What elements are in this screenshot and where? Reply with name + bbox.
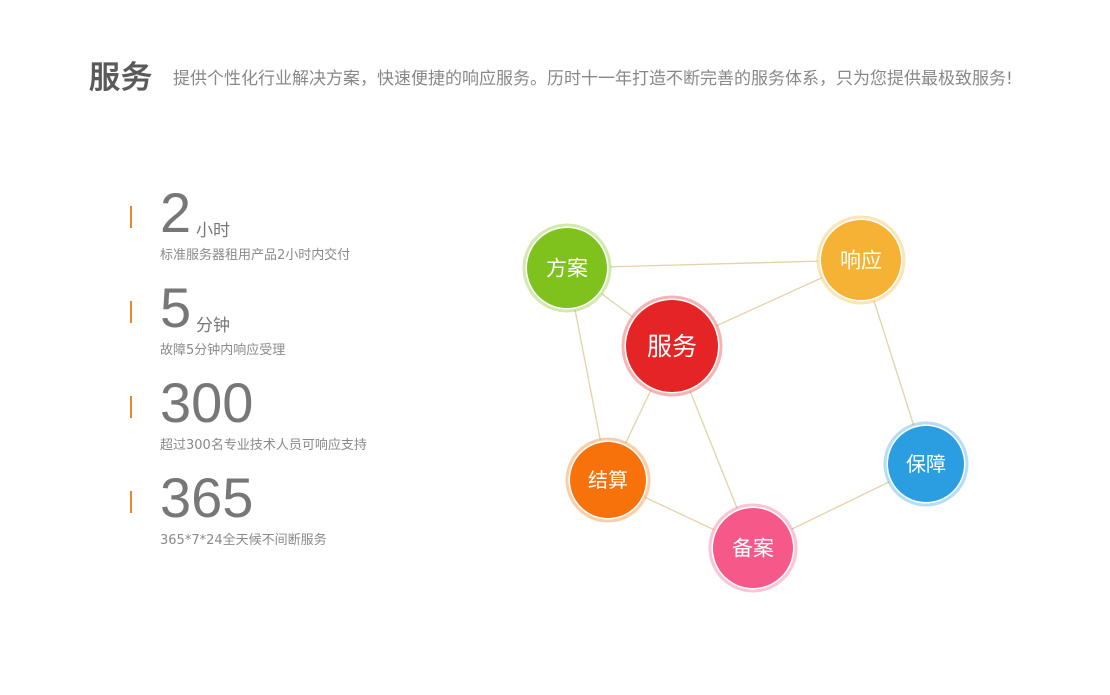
connector-fangan-xiangying bbox=[566, 259, 862, 269]
node-label: 备案 bbox=[732, 537, 774, 561]
page-description: 提供个性化行业解决方案，快速便捷的响应服务。历时十一年打造不断完善的服务体系，只… bbox=[173, 69, 1013, 89]
stat-number: 5 bbox=[160, 276, 192, 339]
node-baozhang: 保障 bbox=[883, 421, 969, 507]
node-circle bbox=[626, 300, 718, 392]
stat-description: 超过300名专业技术人员可响应支持 bbox=[160, 438, 367, 453]
stat-technicians: 300 超过300名专业技术人员可响应支持 bbox=[130, 372, 450, 470]
stat-description: 故障5分钟内响应受理 bbox=[160, 343, 286, 358]
node-circle bbox=[821, 220, 901, 300]
node-circle bbox=[713, 508, 793, 588]
node-beian: 备案 bbox=[708, 503, 798, 593]
stat-delivery: 2 小时 标准服务器租用产品2小时内交付 bbox=[130, 182, 450, 280]
header: 服务 提供个性化行业解决方案，快速便捷的响应服务。历时十一年打造不断完善的服务体… bbox=[89, 52, 1013, 97]
stat-accent-bar bbox=[130, 206, 132, 228]
node-circle bbox=[888, 426, 964, 502]
stat-accent-bar bbox=[130, 301, 132, 323]
node-label: 方案 bbox=[546, 257, 588, 281]
node-label: 保障 bbox=[906, 452, 946, 476]
stat-number: 365 bbox=[160, 466, 254, 529]
stat-description: 标准服务器租用产品2小时内交付 bbox=[160, 248, 351, 263]
stat-unit: 分钟 bbox=[196, 316, 230, 336]
page-title: 服务 bbox=[89, 60, 153, 96]
stat-number: 2 bbox=[160, 181, 192, 244]
stat-uptime: 365 365*7*24全天候不间断服务 bbox=[130, 467, 450, 565]
stat-unit: 小时 bbox=[196, 221, 230, 241]
node-label: 服务 bbox=[647, 332, 697, 361]
node-circle bbox=[527, 228, 607, 308]
node-jiesuan: 结算 bbox=[565, 437, 651, 523]
node-fangan: 方案 bbox=[522, 223, 612, 313]
node-circle bbox=[570, 442, 646, 518]
stat-description: 365*7*24全天候不间断服务 bbox=[160, 533, 327, 548]
stat-accent-bar bbox=[130, 491, 132, 513]
node-fuwu: 服务 bbox=[621, 295, 723, 397]
node-xiangying: 响应 bbox=[816, 215, 906, 305]
node-label: 结算 bbox=[588, 468, 628, 492]
node-label: 响应 bbox=[840, 249, 882, 273]
stat-response: 5 分钟 故障5分钟内响应受理 bbox=[130, 277, 450, 375]
stat-number: 300 bbox=[160, 371, 254, 434]
stat-accent-bar bbox=[130, 396, 132, 418]
